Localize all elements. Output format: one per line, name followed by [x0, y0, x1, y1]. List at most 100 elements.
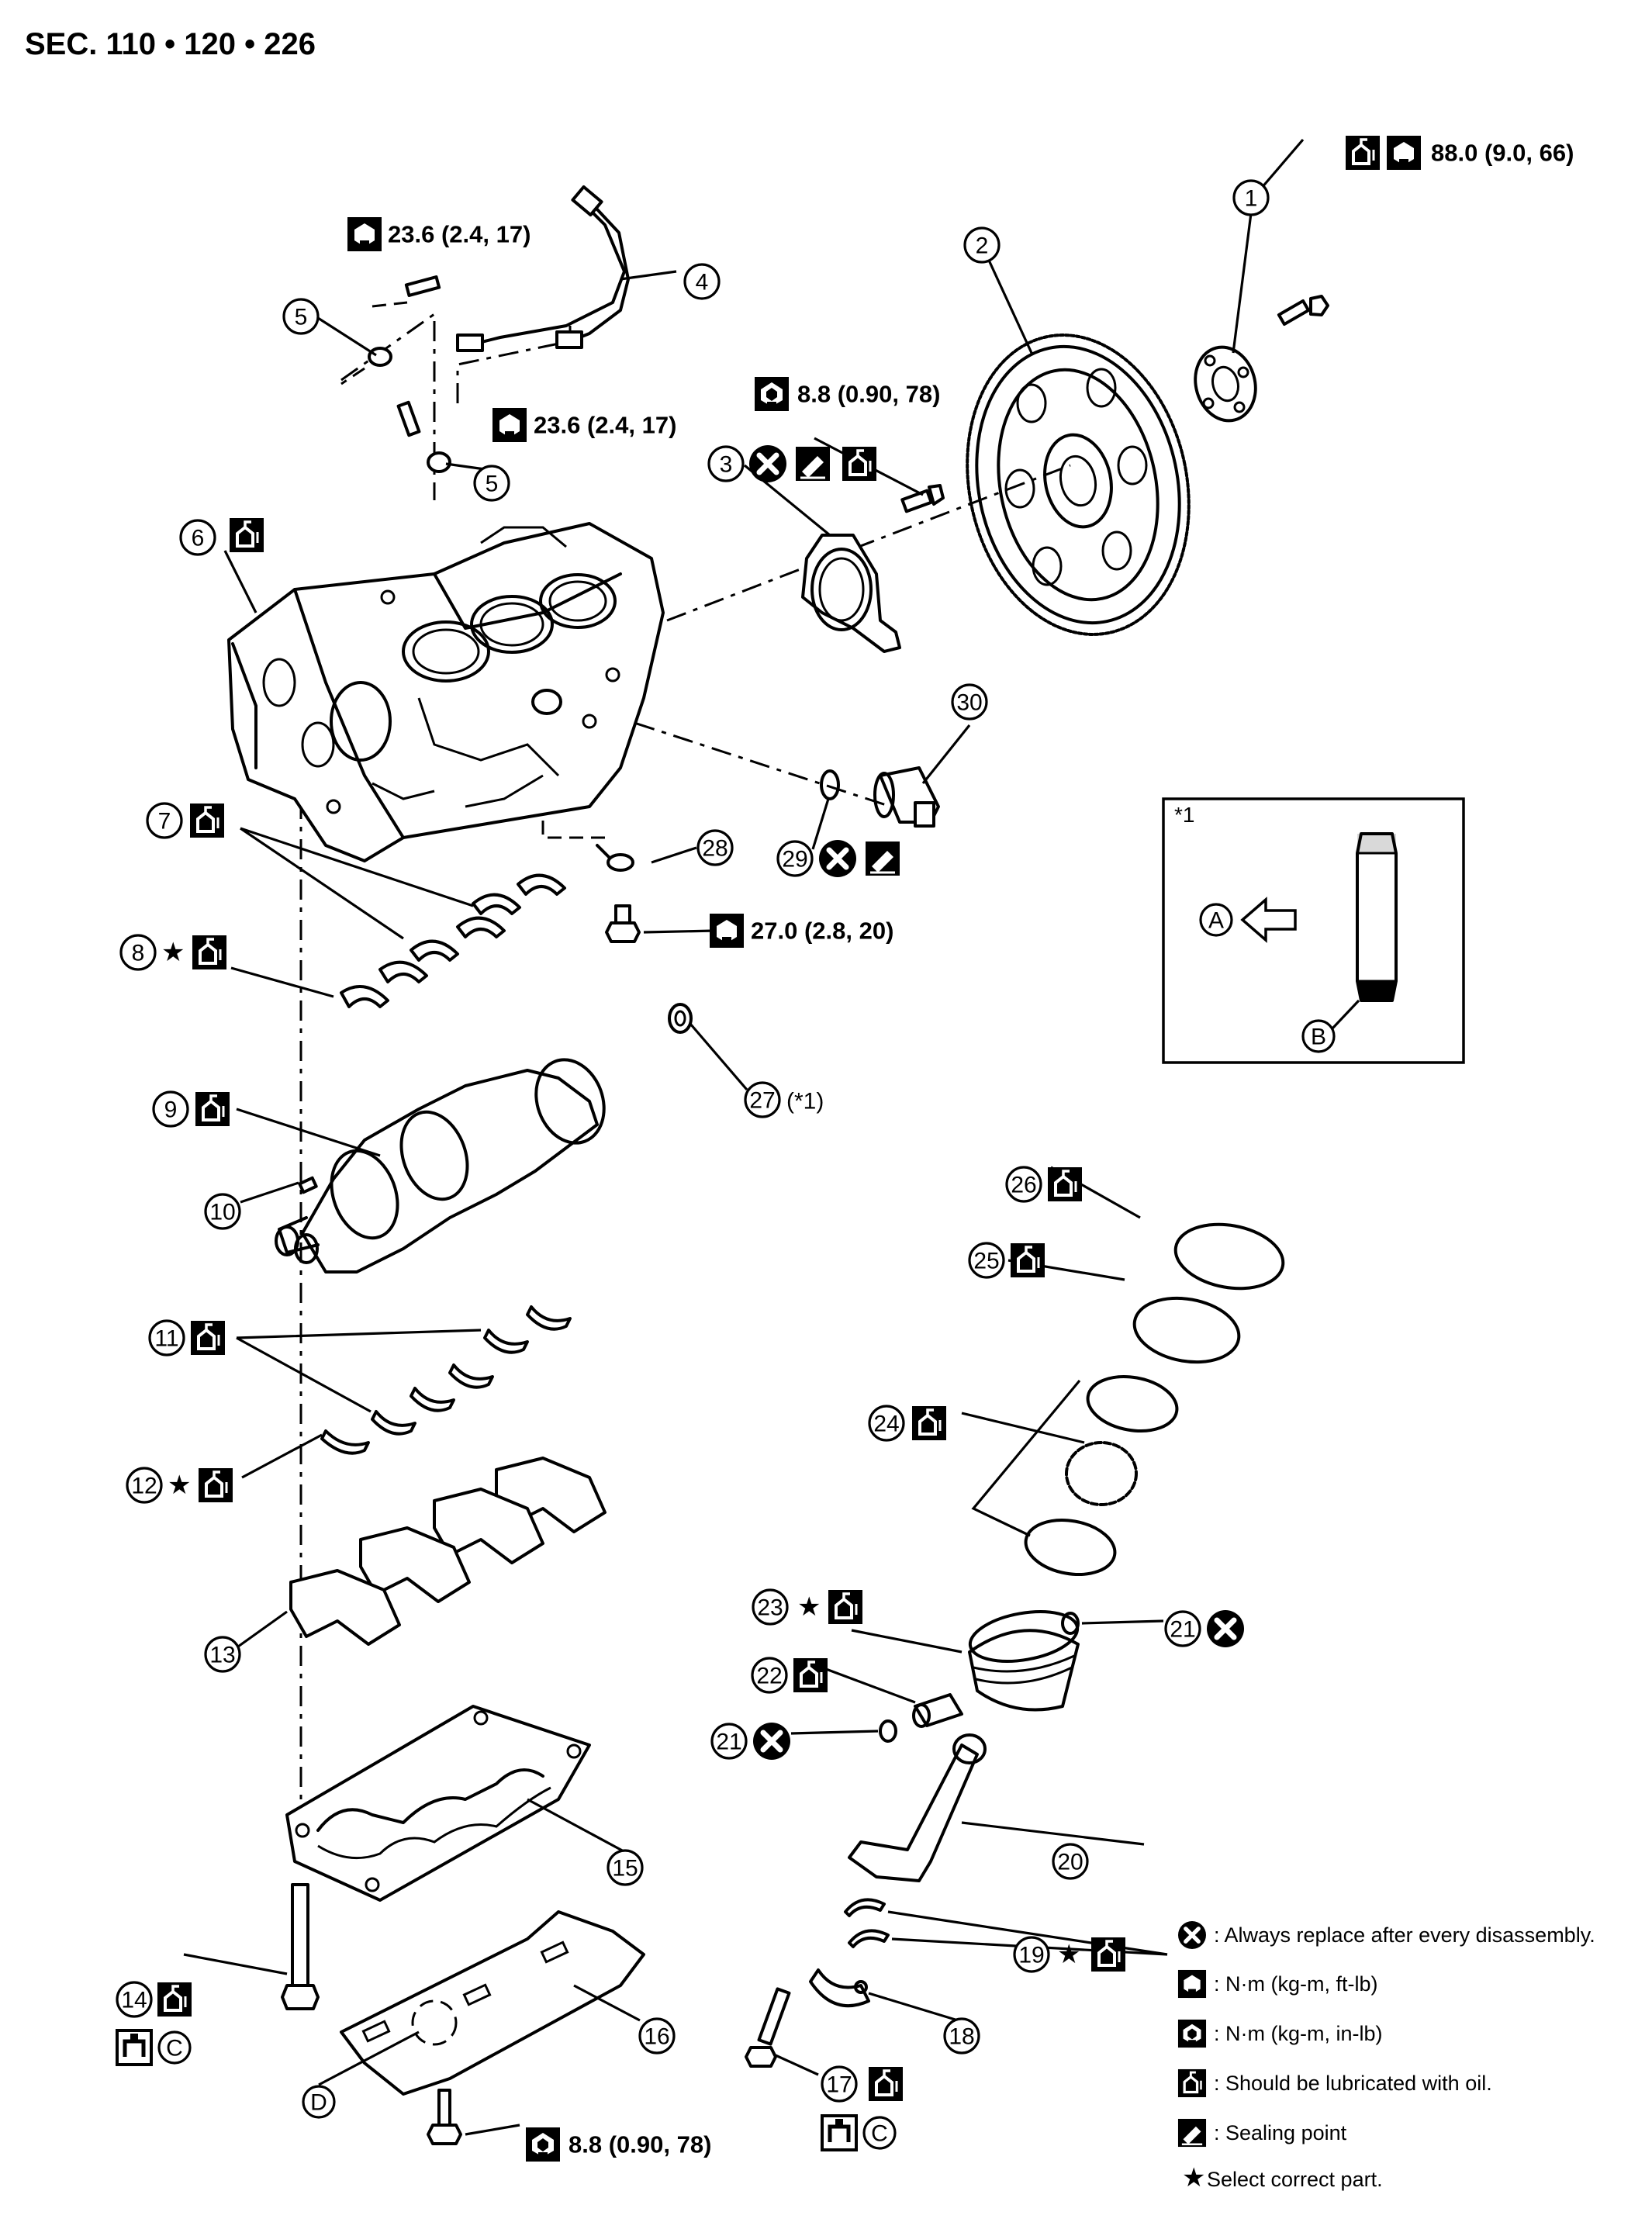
torque-drain-plug: 27.0 (2.8, 20)	[710, 914, 893, 948]
callout-9: 9	[152, 1090, 189, 1128]
callout-15: 15	[607, 1849, 644, 1886]
svg-text:9: 9	[164, 1097, 178, 1123]
svg-text:8.8 (0.90, 78): 8.8 (0.90, 78)	[797, 381, 940, 408]
connecting-rod-bearings	[844, 1898, 890, 1948]
legend-torque-inlb: : N·m (kg-m, in-lb)	[1177, 2019, 1383, 2048]
drive-plate	[966, 333, 1191, 636]
svg-text:2: 2	[976, 233, 989, 259]
svg-text:88.0 (9.0, 66): 88.0 (9.0, 66)	[1431, 140, 1574, 167]
bearing-beam	[285, 1705, 591, 1902]
svg-text:19: 19	[1018, 1943, 1044, 1968]
svg-text:★: ★	[1182, 2163, 1205, 2193]
svg-text:1: 1	[1245, 186, 1258, 212]
svg-text:8.8 (0.90, 78): 8.8 (0.90, 78)	[569, 2131, 711, 2158]
oil-jet	[596, 844, 634, 872]
svg-text:★: ★	[168, 1471, 191, 1500]
svg-text:★: ★	[797, 1592, 821, 1622]
pilot-bushing	[668, 1003, 693, 1034]
torque-rear-oil-seal-bolt: 8.8 (0.90, 78)	[755, 377, 940, 411]
assembly-center-lines	[299, 312, 1071, 1854]
svg-text:18: 18	[949, 2024, 974, 2050]
rear-oil-seal-retainer	[801, 484, 945, 653]
svg-text:24: 24	[873, 1412, 899, 1437]
procedure-d-label: D	[302, 2085, 336, 2119]
callout-22: 22	[751, 1657, 788, 1694]
reinforcement-plate	[1194, 345, 1257, 423]
svg-text:28: 28	[702, 836, 728, 862]
legend-torque-ftlb: : N·m (kg-m, ft-lb)	[1177, 1969, 1377, 1999]
svg-text:: Should be lubricated with oi: : Should be lubricated with oil.	[1214, 2072, 1492, 2095]
svg-text:21: 21	[716, 1730, 741, 1755]
callout-27: 27 (*1)	[744, 1081, 824, 1118]
callout-14: 14	[116, 1981, 153, 2018]
sealing-icon	[794, 445, 901, 877]
crankshaft-key	[298, 1176, 318, 1194]
callout-12: 12	[126, 1467, 163, 1504]
svg-text:C: C	[166, 2036, 183, 2061]
callout-2: 2	[963, 226, 1001, 264]
section-header: SEC. 110 • 120 • 226	[25, 27, 316, 61]
callout-28: 28	[696, 829, 734, 866]
detail-box: *1 A B	[1162, 797, 1465, 1064]
svg-text:15: 15	[612, 1856, 638, 1882]
svg-text:7: 7	[158, 809, 171, 835]
callout-25: 25	[968, 1242, 1005, 1279]
drain-plug	[605, 904, 641, 943]
svg-text:10: 10	[209, 1200, 235, 1225]
svg-text:27.0 (2.8, 20): 27.0 (2.8, 20)	[751, 918, 893, 945]
legend-oil: : Should be lubricated with oil.	[1177, 2068, 1492, 2099]
svg-text:29: 29	[782, 847, 807, 873]
callout-3: 3	[707, 445, 745, 482]
torque-flywheel-bolt: 88.0 (9.0, 66)	[1344, 134, 1574, 171]
legend-sealing: : Sealing point	[1177, 2117, 1347, 2148]
legend-star: ★ Select correct part.	[1182, 2163, 1383, 2193]
svg-text:C: C	[871, 2121, 888, 2147]
svg-text:Select correct part.: Select correct part.	[1207, 2168, 1383, 2191]
piston-rings	[971, 1222, 1285, 1576]
callout-18: 18	[943, 2017, 980, 2055]
svg-text:★: ★	[161, 938, 185, 967]
sensor-gasket	[820, 769, 840, 800]
snap-rings	[879, 1612, 1080, 1743]
svg-text:: N·m (kg-m, in-lb): : N·m (kg-m, in-lb)	[1214, 2022, 1383, 2045]
svg-text:D: D	[310, 2090, 327, 2116]
svg-text:5: 5	[295, 305, 308, 330]
svg-text:6: 6	[192, 526, 205, 551]
callout-16: 16	[638, 2017, 676, 2055]
callout-6: 6	[179, 519, 216, 556]
svg-text:: Sealing point: : Sealing point	[1214, 2121, 1347, 2144]
svg-text:17: 17	[826, 2072, 852, 2098]
callout-23: 23	[752, 1588, 789, 1626]
svg-text:12: 12	[131, 1474, 157, 1499]
callout-26: 26	[1005, 1166, 1042, 1203]
svg-text:16: 16	[644, 2024, 669, 2050]
svg-text:22: 22	[756, 1664, 782, 1689]
svg-text:23: 23	[757, 1595, 783, 1621]
callout-10: 10	[204, 1193, 241, 1230]
connecting-rod	[848, 1733, 987, 1882]
callout-5a: 5	[282, 298, 320, 335]
svg-text:26: 26	[1011, 1173, 1036, 1198]
svg-text:5: 5	[486, 472, 499, 497]
detail-title: *1	[1174, 803, 1194, 827]
callout-7: 7	[146, 802, 183, 839]
knock-sensor-harness	[456, 185, 630, 352]
svg-text:27: 27	[749, 1088, 775, 1114]
svg-text:: Always replace after every d: : Always replace after every disassembly…	[1214, 1923, 1595, 1947]
torque-knock-sensor-lower: 23.6 (2.4, 17)	[492, 408, 676, 442]
callout-17: 17	[821, 2065, 858, 2103]
baffle-plate-bolt	[427, 2089, 462, 2145]
lower-main-bearings	[320, 1305, 572, 1455]
svg-text:30: 30	[956, 690, 982, 716]
legend: : Always replace after every disassembly…	[1178, 1921, 1595, 2193]
callout-24: 24	[868, 1405, 905, 1442]
callout-19: 19	[1013, 1936, 1050, 1973]
callout-13: 13	[204, 1636, 241, 1673]
cylinder-block	[227, 522, 665, 862]
svg-text:25: 25	[973, 1249, 999, 1274]
piston-pin	[912, 1693, 963, 1728]
svg-text:: N·m (kg-m, ft-lb): : N·m (kg-m, ft-lb)	[1214, 1972, 1377, 1996]
svg-text:13: 13	[209, 1643, 235, 1668]
connecting-rod-cap	[809, 1968, 870, 2008]
